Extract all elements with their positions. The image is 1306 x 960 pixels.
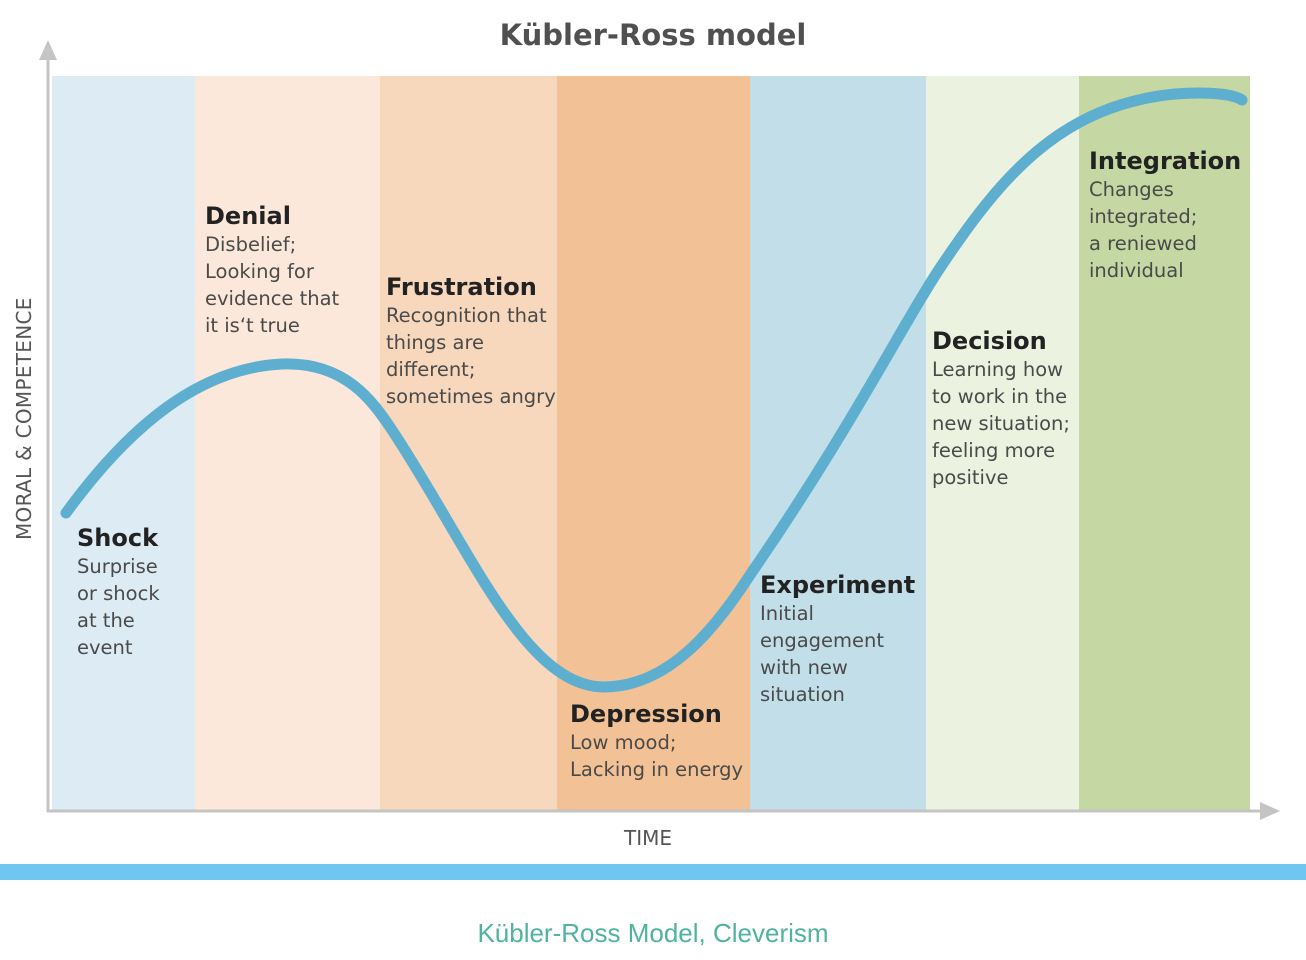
stage-description: Disbelief; Looking for evidence that it …: [205, 233, 340, 337]
stage-name: Denial: [205, 202, 291, 230]
stage-label-decision: Decision Learning how to work in the new…: [932, 326, 1070, 491]
diagram-canvas: [39, 40, 1280, 820]
stage-label-shock: Shock Surprise or shock at the event: [77, 523, 160, 661]
stage-label-experiment: Experiment Initial engagement with new s…: [760, 570, 915, 708]
stage-name: Depression: [570, 700, 722, 728]
stage-label-integration: Integration Changes integrated; a reniew…: [1089, 146, 1241, 284]
y-axis-arrow-icon: [39, 40, 57, 60]
stage-name: Experiment: [760, 571, 916, 599]
stage-description: Recognition that things are different; s…: [386, 304, 556, 408]
y-axis-label: MORAL & COMPETENCE: [12, 297, 36, 540]
stage-name: Frustration: [386, 273, 537, 301]
stage-description: Surprise or shock at the event: [77, 555, 160, 659]
stage-description: Low mood; Lacking in energy: [570, 731, 744, 781]
x-axis-arrow-icon: [1260, 802, 1280, 820]
stage-description: Learning how to work in the new situatio…: [932, 358, 1070, 489]
stage-name: Decision: [932, 327, 1047, 355]
stage-band-frustration: [380, 76, 557, 810]
stage-band-denial: [195, 76, 380, 810]
change-curve: [60, 87, 1248, 693]
y-axis: [39, 40, 57, 812]
kubler-ross-diagram: Kübler-Ross model Shock Surprise or shoc…: [12, 18, 1280, 850]
stage-label-denial: Denial Disbelief; Looking for evidence t…: [205, 201, 339, 339]
stage-label-depression: Depression Low mood; Lacking in energy: [570, 699, 743, 783]
stage-name: Shock: [77, 524, 159, 552]
stage-description: Changes integrated; a reniewed individua…: [1089, 178, 1198, 282]
stage-description: Initial engagement with new situation: [760, 602, 885, 706]
stage-band-integration: [1079, 76, 1250, 810]
stage-band-decision: [926, 76, 1079, 810]
divider-rule: [0, 864, 1306, 880]
x-axis-label: TIME: [624, 826, 673, 850]
stage-label-frustration: Frustration Recognition that things are …: [386, 272, 556, 410]
stage-name: Integration: [1089, 147, 1242, 175]
image-caption: Kübler-Ross Model, Cleverism: [477, 918, 829, 948]
diagram-title: Kübler-Ross model: [499, 18, 807, 52]
x-axis: [47, 802, 1280, 820]
